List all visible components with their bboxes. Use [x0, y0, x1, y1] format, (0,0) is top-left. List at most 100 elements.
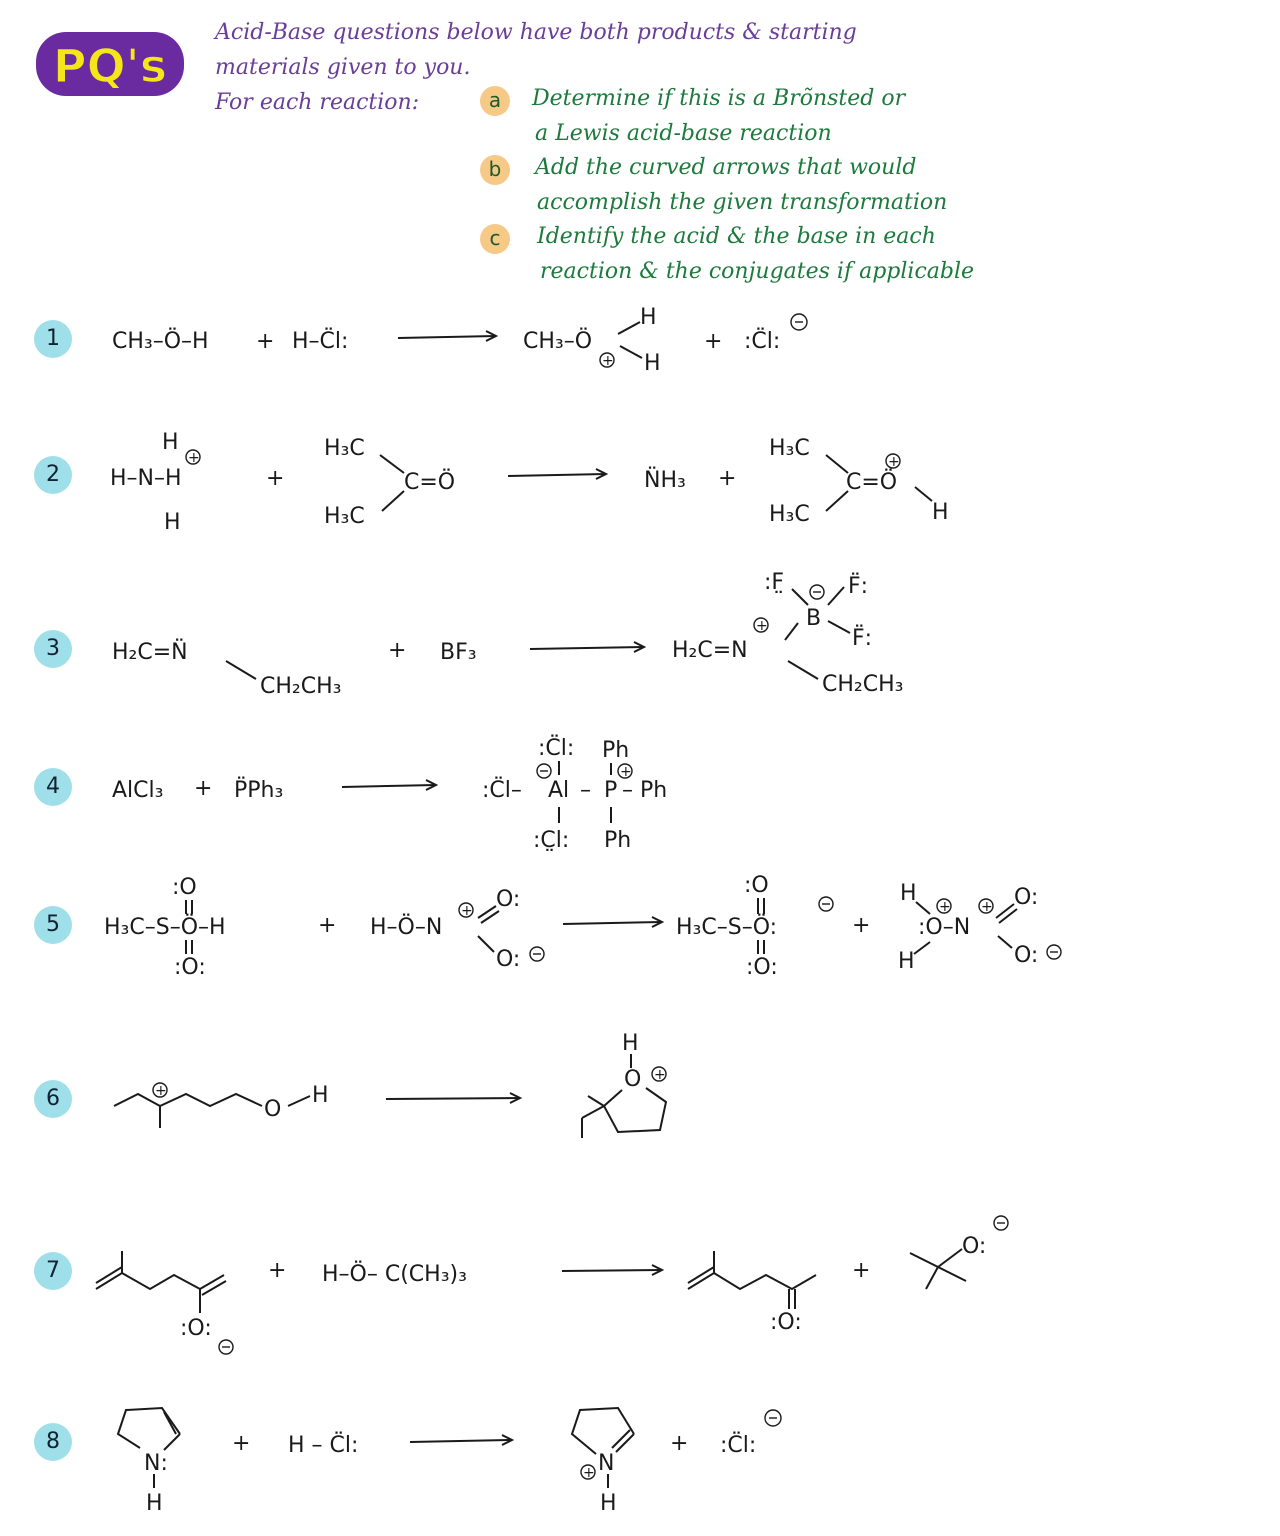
r1-reactant-2: H–C̈l:: [292, 328, 348, 354]
r3-f-1: :F̤: [764, 570, 784, 595]
r5-no-top: O:: [496, 887, 520, 912]
r5-plus-1: +: [318, 913, 336, 938]
r5-product-2-h-bottom: H: [898, 949, 915, 974]
r4-al-p-bond: –: [580, 778, 591, 803]
r3-b-f1-bond: [791, 588, 809, 606]
r5-product-2-negative-charge: [1046, 944, 1062, 960]
r5-product-o-top: :O: [744, 873, 769, 898]
r8-ring-double-bond: [163, 1411, 177, 1435]
r3-b-f2-bond: [827, 586, 845, 606]
r3-arrow: [529, 646, 645, 650]
r7-arrow-head: [651, 1264, 665, 1276]
r2-product-h: H: [932, 500, 949, 525]
r7-tert-butoxide-oxygen: O:: [962, 1234, 986, 1259]
r5-no-top-bond-a: [477, 905, 497, 919]
step-c-line-1: Identify the acid & the base in each: [537, 224, 936, 249]
r7-vinyl-1: [199, 1274, 225, 1290]
r3-f-2: F̈:: [848, 573, 868, 599]
r5-product-1: H₃C–S–Ö:: [676, 914, 777, 940]
logo-text: PQ's: [53, 39, 167, 93]
r5-product-2-h-top: H: [900, 881, 917, 906]
r4-plus-1: +: [194, 776, 212, 801]
r4-al: Al: [548, 778, 569, 803]
r5-arrow: [562, 921, 663, 925]
r7-vinyl-2: [201, 1280, 227, 1296]
r1-bond-h2: [619, 345, 643, 359]
r2-product-positive-charge: [885, 453, 901, 469]
r5-product-2-n-positive-charge: [978, 898, 994, 914]
r1-product-2: :C̈l:: [744, 328, 780, 354]
reaction-number-2: 2: [34, 456, 72, 494]
r2-product-methyl-1: H₃C: [769, 436, 810, 461]
r6-product-h: H: [622, 1031, 639, 1056]
r8-product-ring: [570, 1406, 635, 1455]
r2-h-top: H: [162, 430, 179, 455]
intro-line-3: For each reaction:: [215, 90, 420, 115]
r8-nitrogen: N:: [144, 1451, 168, 1476]
r7-negative-charge: [218, 1339, 234, 1355]
r3-arrow-head: [633, 641, 647, 653]
r5-product-2-o-plus-sign: +: [939, 899, 951, 915]
r8-product-2: :C̈l:: [720, 1432, 756, 1458]
step-badge-b: b: [480, 155, 510, 185]
intro-line-2: materials given to you.: [215, 55, 471, 80]
r6-arrow: [385, 1097, 521, 1100]
r1-reactant-1: CH₃–Ö–H: [112, 328, 209, 354]
step-a-line-2: a Lewis acid-base reaction: [535, 121, 832, 146]
r6-carbon-chain: [113, 1092, 263, 1108]
r7-enolate-chain: [95, 1271, 201, 1291]
step-b-line-1: Add the curved arrows that would: [535, 155, 917, 180]
r6-product-methyl: [587, 1095, 605, 1107]
r1-positive-charge: [599, 352, 615, 368]
r6-product-positive-charge: [651, 1066, 667, 1082]
reaction-number-8: 8: [34, 1423, 72, 1461]
r5-plus-2: +: [852, 913, 870, 938]
r2-carbonyl: C=Ö: [404, 469, 455, 495]
r5-arrow-head: [651, 916, 665, 928]
r3-product-substituent: CH₂CH₃: [822, 672, 903, 697]
r7-tbu-bond-3: [937, 1248, 963, 1268]
r8-product-ring-n-bond-b: [611, 1429, 631, 1449]
r5-product-2-no-top-bond-b: [998, 908, 1018, 924]
r7-product-negative-charge: [993, 1215, 1009, 1231]
r2-product-carbonyl: C=Ö: [846, 469, 897, 495]
r4-positive-charge: [617, 763, 633, 779]
reaction-3: H₂C=N̈ CH₂CH₃ + BF₃ H₂C=N + B :F̤ F̈: F̈…: [112, 570, 903, 699]
r7-enolate-oxygen: :O:: [180, 1316, 212, 1341]
r8-product-nitrogen: N: [598, 1451, 614, 1476]
r6-carbocation-plus-sign: +: [155, 1083, 167, 1099]
r2-positive-charge: [185, 449, 201, 465]
r4-cl-bottom: :C̤l:: [533, 828, 569, 853]
r4-cl-top: :C̈l:: [538, 735, 574, 761]
r8-plus-1: +: [232, 1431, 250, 1456]
r5-product-2-h-top-bond: [915, 901, 931, 915]
r5-product-2-no-bottom-bond: [997, 935, 1013, 949]
reaction-6: + O H H O +: [113, 1031, 668, 1138]
r2-plus-1: +: [266, 466, 284, 491]
r8-negative-charge: [764, 1409, 782, 1427]
reaction-8: N: H + H – C̈l: N + H + :C̈l:: [116, 1406, 782, 1516]
r3-plus-1: +: [388, 638, 406, 663]
reaction-number-3: 3: [34, 630, 72, 668]
r7-tbu-bond-2: [925, 1266, 939, 1290]
r7-double-bond: [95, 1266, 123, 1284]
r8-hydrogen: H: [146, 1491, 163, 1516]
reaction-number-6: 6: [34, 1080, 72, 1118]
r7-plus-1: +: [268, 1258, 286, 1283]
r7-product-chain: [687, 1271, 817, 1291]
r8-arrow: [409, 1439, 513, 1443]
r5-reactant-negative-charge: [529, 946, 545, 962]
r5-n-positive-charge: [458, 902, 474, 918]
r1-product-1: CH₃–Ö: [523, 328, 592, 354]
r6-product-oxygen: O: [624, 1067, 641, 1092]
reaction-5: :O H₃C–S–Ö–H :O: + H–Ö–N + O: O: :O H₃C–…: [104, 873, 1062, 980]
r4-p: P: [604, 778, 617, 803]
r6-oh-bond: [287, 1095, 311, 1107]
r5-no-top-bond-b: [480, 910, 500, 924]
r4-ph-bottom: Ph: [604, 828, 631, 853]
r5-product-negative-charge: [818, 896, 834, 912]
r5-no-bottom-bond: [477, 935, 495, 953]
r8-product-positive-charge: [580, 1464, 596, 1480]
r8-plus-2: +: [670, 1431, 688, 1456]
r5-n-plus-sign: +: [461, 903, 473, 919]
